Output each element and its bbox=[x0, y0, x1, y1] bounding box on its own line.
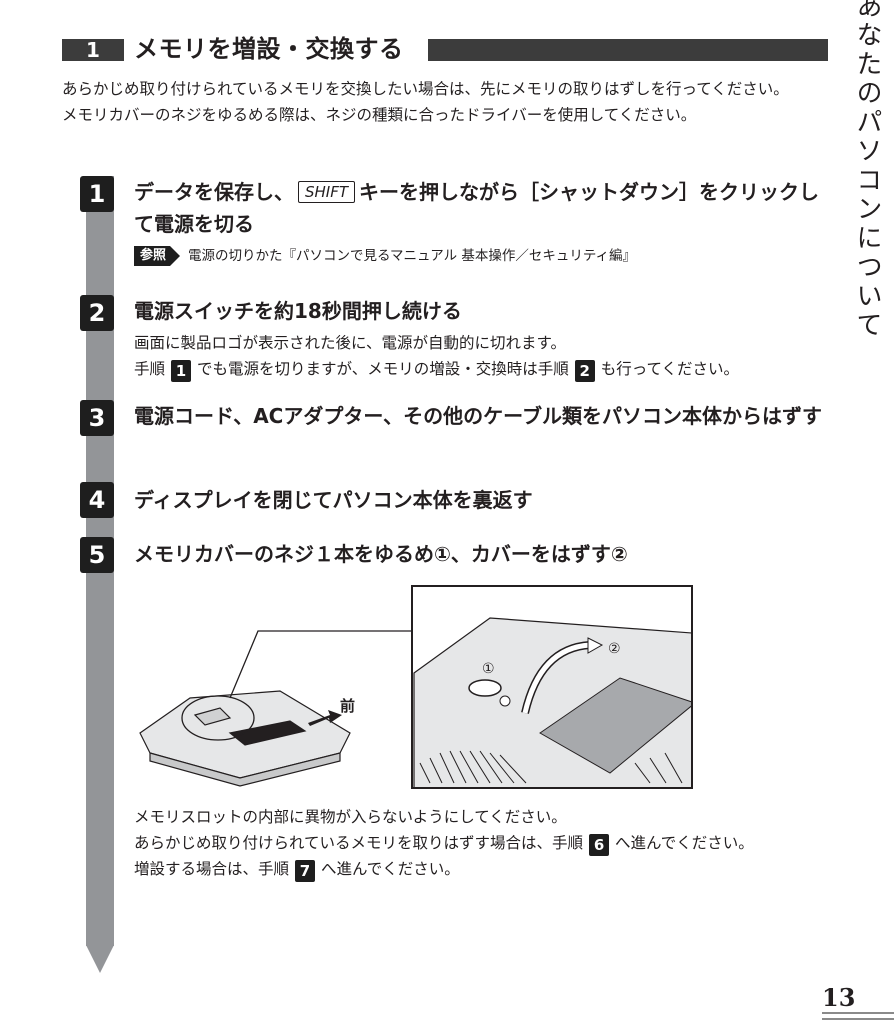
text: 増設する場合は、手順 bbox=[134, 860, 290, 878]
step-2-body-line: 画面に製品ロゴが表示された後に、電源が自動的に切れます。 bbox=[134, 334, 566, 352]
page-number-rule bbox=[822, 1012, 894, 1014]
step-4-title: ディスプレイを閉じてパソコン本体を裏返す bbox=[134, 488, 533, 512]
laptop-illustration-svg: 前 ① ② bbox=[139, 585, 693, 789]
step-2-body: 画面に製品ロゴが表示された後に、電源が自動的に切れます。 手順 1 でも電源を切りま… bbox=[134, 330, 834, 382]
step-2-title: 電源スイッチを約18秒間押し続ける bbox=[134, 299, 462, 323]
intro-paragraph: メモリカバーのネジをゆるめる際は、ネジの種類に合ったドライバーを使用してください… bbox=[62, 106, 697, 124]
page-number-rule bbox=[822, 1018, 894, 1020]
section-header: 1 メモリを増設・交換する bbox=[62, 35, 828, 64]
text: でも電源を切りますが、メモリの増設・交換時は手順 bbox=[197, 360, 569, 378]
text: へ進んでください。 bbox=[615, 834, 754, 852]
text: あらかじめ取り付けられているメモリを取りはずす場合は、手順 bbox=[134, 834, 584, 852]
step-ref-badge: 1 bbox=[171, 360, 192, 382]
step-badge-1: 1 bbox=[80, 176, 114, 212]
step-1-title-post: キーを押しながら［シャットダウン］をクリックして電源を切る bbox=[134, 180, 820, 236]
step-5-body-line: あらかじめ取り付けられているメモリを取りはずす場合は、手順 6 へ進んでください。 bbox=[134, 830, 834, 856]
text: へ進んでください。 bbox=[321, 860, 460, 878]
step-1-title-pre: データを保存し、 bbox=[134, 180, 294, 204]
side-chapter-title: あなたのパソコンについて bbox=[852, 0, 882, 340]
reference-row: 参照電源の切りかた『パソコンで見るマニュアル 基本操作／セキュリティ編』 bbox=[134, 244, 636, 268]
memory-cover-illustration: 前 ① ② bbox=[130, 583, 700, 793]
section-header-bar bbox=[428, 39, 828, 61]
intro-text: あらかじめ取り付けられているメモリを交換したい場合は、先にメモリの取りはずしを行… bbox=[62, 76, 832, 128]
callout-2: ② bbox=[608, 641, 621, 657]
step-ref-badge: 7 bbox=[295, 860, 316, 882]
page-number: 13 bbox=[822, 983, 856, 1012]
section-title: メモリを増設・交換する bbox=[134, 35, 404, 63]
callout-1: ① bbox=[482, 661, 495, 677]
step-5-body: メモリスロットの内部に異物が入らないようにしてください。 あらかじめ取り付けられ… bbox=[134, 804, 834, 882]
reference-tag: 参照 bbox=[134, 246, 181, 266]
step-badge-2: 2 bbox=[80, 295, 114, 331]
section-number: 1 bbox=[62, 39, 124, 61]
reference-link[interactable]: 電源の切りかた『パソコンで見るマニュアル 基本操作／セキュリティ編』 bbox=[188, 248, 637, 264]
step-badge-4: 4 bbox=[80, 482, 114, 518]
step-2-body-line: 手順 1 でも電源を切りますが、メモリの増設・交換時は手順 2 も行ってください。 bbox=[134, 356, 834, 382]
step-5-title: メモリカバーのネジ１本をゆるめ①、カバーをはずす② bbox=[134, 542, 628, 566]
text: も行ってください。 bbox=[600, 360, 739, 378]
step-5-body-line: メモリスロットの内部に異物が入らないようにしてください。 bbox=[134, 808, 567, 826]
step-5-body-line: 増設する場合は、手順 7 へ進んでください。 bbox=[134, 856, 834, 882]
front-label: 前 bbox=[340, 697, 355, 715]
rail-arrow-icon bbox=[86, 945, 114, 973]
text: 手順 bbox=[134, 360, 166, 378]
step-ref-badge: 2 bbox=[574, 360, 595, 382]
intro-paragraph: あらかじめ取り付けられているメモリを交換したい場合は、先にメモリの取りはずしを行… bbox=[62, 80, 789, 98]
step-ref-badge: 6 bbox=[589, 834, 610, 856]
step-badge-5: 5 bbox=[80, 537, 114, 573]
step-3-title: 電源コード、ACアダプター、その他のケーブル類をパソコン本体からはずす bbox=[134, 404, 822, 428]
step-badge-3: 3 bbox=[80, 400, 114, 436]
shift-key: SHIFT bbox=[298, 181, 356, 203]
